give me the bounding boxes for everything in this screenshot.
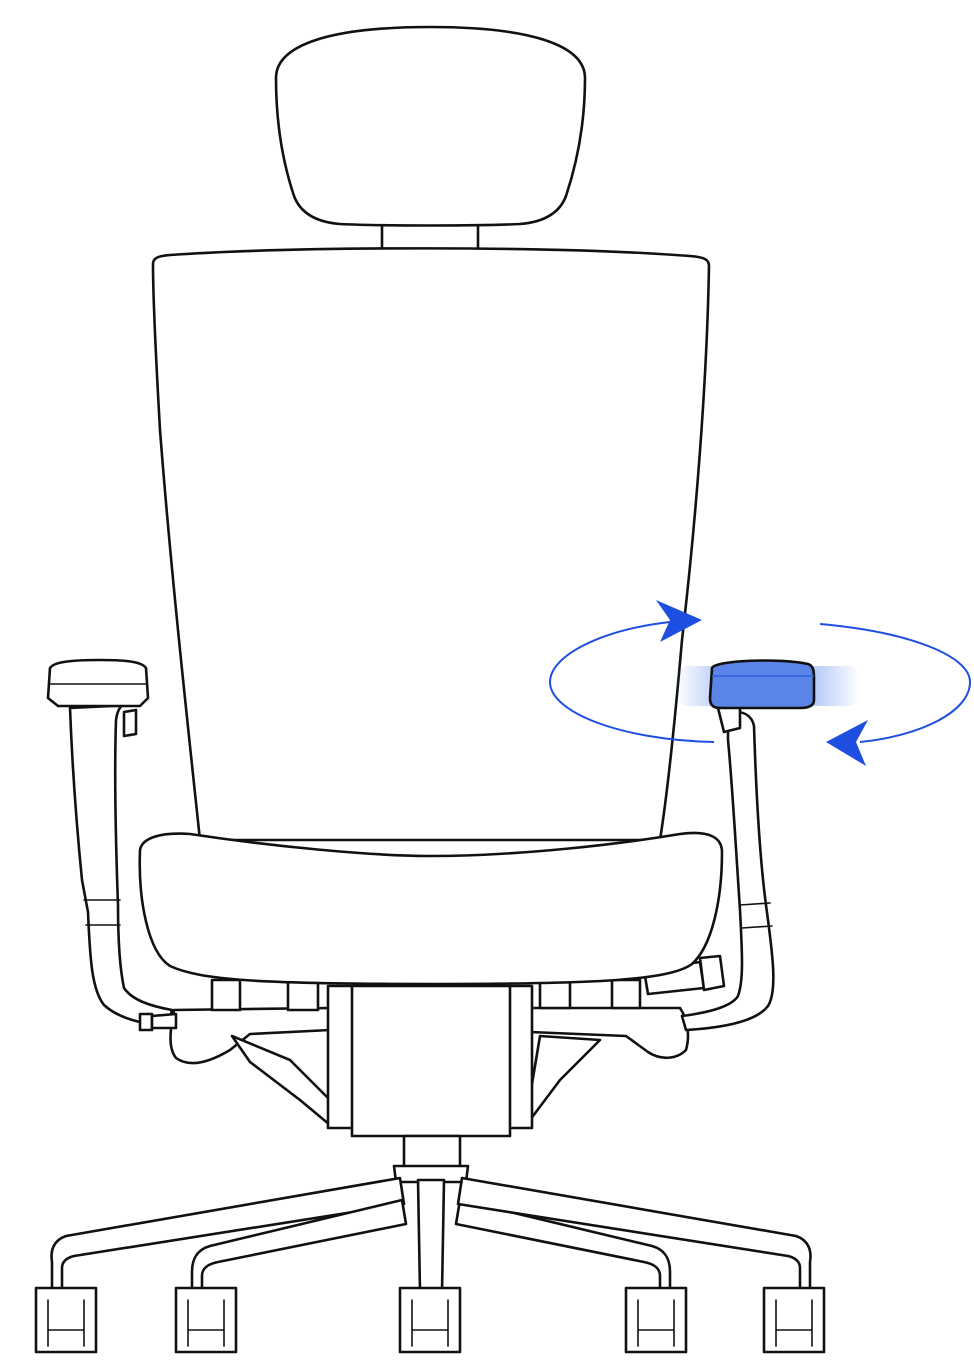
- orbit-ellipse-left: [548, 621, 715, 743]
- left-post: [210, 978, 242, 1012]
- right-arm-pad-highlight: [708, 659, 816, 710]
- right-arm-upright: [680, 710, 775, 1032]
- left-knob: [138, 1012, 154, 1032]
- headrest: [274, 25, 587, 252]
- right-arm-bracket: [716, 704, 742, 734]
- left-post-inner: [286, 978, 320, 1012]
- rotation-indicator: [548, 600, 972, 766]
- rotate-back-arrow-icon: [826, 720, 868, 766]
- backrest: [151, 247, 711, 842]
- left-knob-stem: [150, 1012, 178, 1030]
- rotate-forward-arrow-icon: [656, 600, 702, 642]
- caster-2: [174, 1286, 238, 1354]
- left-arm-bracket: [122, 708, 138, 738]
- caster-3: [398, 1286, 462, 1354]
- center-block: [350, 984, 512, 1138]
- right-armrest: [680, 704, 775, 1032]
- headrest-pad: [274, 25, 587, 227]
- gas-cylinder: [402, 1134, 462, 1170]
- right-arm-joint: [739, 902, 773, 929]
- caster-4: [624, 1286, 688, 1354]
- right-post-inner: [610, 978, 642, 1010]
- left-arm-upright: [68, 701, 174, 1028]
- left-arm-cap: [46, 658, 150, 708]
- orbit-ellipse-right: [819, 623, 972, 743]
- leg-center: [416, 1178, 446, 1294]
- left-armrest: [46, 658, 174, 1028]
- seat-mechanism: [138, 954, 726, 1138]
- chair-base: [34, 1134, 826, 1354]
- right-lever-cap: [698, 954, 726, 992]
- right-strut: [528, 1034, 602, 1122]
- seat-cushion: [138, 831, 724, 986]
- left-arm-joint: [83, 899, 121, 926]
- caster-5: [762, 1286, 826, 1354]
- left-linkage: [169, 1006, 332, 1065]
- caster-1: [34, 1286, 98, 1354]
- left-strut: [230, 1034, 332, 1127]
